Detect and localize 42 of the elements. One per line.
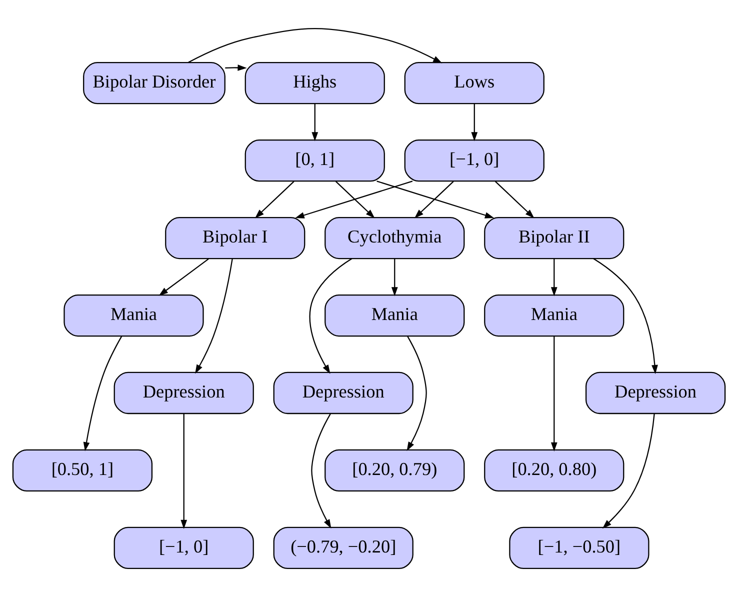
arrow: [471, 104, 478, 141]
node-box: Mania: [324, 294, 465, 336]
arrow: [254, 180, 294, 218]
node-box: [0.20, 0.79): [324, 448, 465, 492]
arrow: [312, 104, 318, 141]
node-box: [−1, 0]: [404, 139, 544, 182]
node-box: Bipolar II: [484, 216, 624, 259]
arrow: [158, 258, 209, 296]
node-box: [0.50, 1]: [12, 448, 153, 492]
node-box: Lows: [404, 62, 544, 104]
arrow: [295, 180, 413, 218]
node-box: [−1, −0.50]: [509, 526, 650, 569]
arrow: [195, 258, 233, 374]
arrow: [602, 413, 655, 528]
node-box: Depression: [273, 371, 414, 414]
arrow: [335, 180, 375, 218]
arrow: [406, 336, 427, 451]
node-box: Depression: [585, 371, 726, 414]
node-box: Highs: [244, 62, 385, 104]
node-box: Mania: [64, 294, 204, 336]
node-box: Mania: [484, 294, 624, 336]
node-box: [0, 1]: [244, 139, 385, 182]
arrow: [494, 180, 534, 218]
node-box: Bipolar Disorder: [83, 62, 226, 104]
node-box: [−1, 0]: [114, 526, 254, 569]
node-box: Bipolar I: [165, 216, 306, 259]
arrow: [414, 180, 454, 218]
node-box: Depression: [114, 371, 254, 414]
node-box: (−0.79, −0.20]: [273, 526, 414, 569]
arrow: [180, 413, 188, 528]
arrow: [376, 180, 494, 218]
arrow: [391, 258, 398, 296]
arrow: [311, 413, 332, 528]
node-box: Cyclothymia: [324, 216, 465, 259]
arrow: [309, 258, 352, 374]
arrow: [188, 28, 442, 63]
arrow: [225, 64, 247, 70]
arrow: [83, 335, 122, 451]
arrow: [550, 258, 558, 296]
arrow: [593, 258, 658, 374]
arrow: [550, 336, 558, 451]
node-box: [0.20, 0.80): [484, 448, 624, 492]
